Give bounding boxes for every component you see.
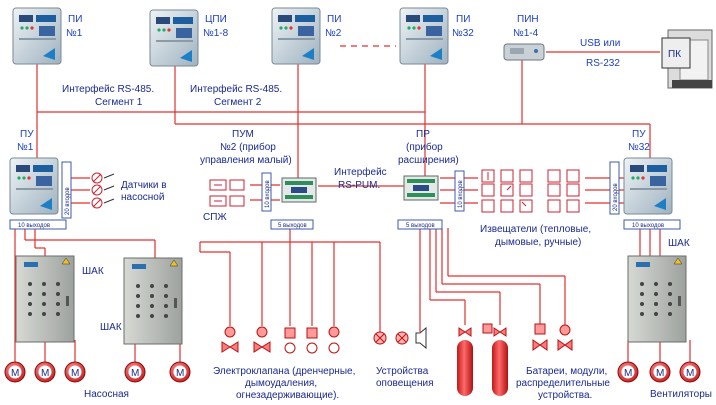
pi1-title: ПИ	[68, 14, 82, 25]
pum-outputs-port	[270, 219, 314, 230]
pi32-panel	[399, 7, 449, 65]
motor-letter: M	[11, 368, 19, 379]
pu1-inputs-label: 20 входов	[65, 187, 71, 215]
wiring	[14, 45, 691, 362]
spzh-devices	[209, 179, 245, 207]
pu1-outputs-label: 10 выходов	[18, 223, 50, 229]
motor-letter: M	[624, 368, 632, 379]
pr-desc-2: расширения)	[398, 155, 459, 166]
pum-outputs-label: 5 выходов	[278, 223, 307, 229]
pc-computer	[661, 29, 713, 89]
batteries-label-1: Батареи, модули,	[526, 366, 607, 377]
pum-desc-2: управления малый)	[200, 155, 292, 166]
motor-letters-left: M M M M M	[11, 368, 184, 379]
pu32-outputs-label: 10 выходов	[632, 223, 664, 229]
shak-label-1: ШАК	[82, 266, 104, 277]
motor-letter: M	[656, 368, 664, 379]
rs232-label: RS-232	[586, 58, 620, 69]
pin-converter	[503, 43, 545, 61]
alert-label-2: оповещения	[376, 378, 434, 389]
pr-outputs-port	[397, 219, 443, 230]
detectors-label-2: дымовые, ручные)	[495, 237, 581, 248]
detectors-label-1: Извещатели (тепловые,	[480, 224, 591, 235]
pi2-title: ПИ	[327, 14, 341, 25]
pump-motors	[4, 361, 191, 383]
rspum-label: RS-PUM.	[338, 180, 380, 191]
spzh-label: СПЖ	[203, 212, 227, 223]
shak-cabinet-1	[15, 255, 75, 343]
valves-label-1: Электроклапана (дренчерные,	[213, 366, 355, 377]
pr-desc-1: (прибор	[406, 141, 443, 153]
pu1-number: №1	[17, 142, 34, 153]
pi1-panel	[12, 7, 62, 65]
pu1-panel	[9, 157, 59, 215]
valves-label-3: огнезадерживающие).	[236, 390, 339, 401]
motor-letter: M	[686, 368, 694, 379]
pum-module	[281, 177, 317, 203]
valves-label-2: дымоудаления,	[245, 378, 317, 389]
pr-inputs-port	[454, 170, 465, 212]
motor-letter: M	[176, 368, 184, 379]
sensors-label-1: Датчики в	[121, 180, 167, 191]
motor-letter: M	[131, 368, 139, 379]
detectors	[481, 169, 580, 213]
pr-title: ПР	[416, 129, 430, 140]
seg2-segment: Сегмент 2	[214, 97, 262, 108]
pu32-inputs-port	[609, 161, 620, 215]
rspum-interface: Интерфейс	[334, 166, 387, 178]
shak-cabinet-3	[627, 255, 687, 343]
cpi-number: №1-8	[203, 28, 229, 39]
usb-label: USB или	[580, 38, 620, 49]
shak-label-2: ШАК	[100, 322, 122, 333]
valves	[221, 326, 340, 354]
pumps-label: Насосная	[84, 389, 129, 400]
shak-label-3: ШАК	[668, 238, 690, 249]
pum-inputs-port	[261, 172, 272, 212]
pr-outputs-label: 5 выходов	[406, 223, 435, 229]
motor-letter: M	[41, 368, 49, 379]
pi2-panel	[271, 7, 321, 65]
pi32-title: ПИ	[456, 14, 470, 25]
pum-inputs-label: 10 входов	[265, 180, 271, 208]
fans-label: Вентиляторы	[650, 389, 712, 400]
pump-sensors	[91, 172, 115, 209]
pu32-number: №32	[628, 142, 650, 153]
alert-devices	[373, 326, 427, 350]
batteries-label-2: распределительные	[516, 378, 610, 389]
cpi-panel	[149, 9, 199, 67]
battery-tanks	[457, 323, 573, 396]
seg1-segment: Сегмент 1	[95, 97, 143, 108]
seg2-interface: Интерфейс RS-485.	[190, 83, 282, 95]
pum-title: ПУМ	[232, 129, 254, 140]
motor-letter: M	[71, 368, 79, 379]
pi32-number: №32	[452, 28, 474, 39]
pu32-panel	[623, 157, 673, 215]
pum-desc-1: №2 (прибор	[220, 141, 276, 153]
shak-cabinet-2	[123, 257, 183, 345]
pin-title: ПИН	[517, 14, 539, 25]
batteries-label-3: устройства.	[538, 390, 592, 401]
alert-label-1: Устройства	[376, 366, 429, 377]
seg1-interface: Интерфейс RS-485.	[62, 83, 154, 95]
pu1-inputs-port	[61, 161, 72, 219]
pi2-number: №2	[325, 28, 342, 39]
pr-inputs-label: 10 входов	[458, 180, 464, 208]
sensors-label-2: насосной	[121, 192, 164, 203]
pin-number: №1-4	[513, 28, 539, 39]
pc-label: ПК	[668, 49, 681, 60]
pu32-outputs-port	[623, 219, 681, 230]
pu32-title: ПУ	[632, 129, 646, 140]
pi1-number: №1	[66, 28, 83, 39]
cpi-title: ЦПИ	[205, 14, 227, 25]
pu1-outputs-port	[9, 219, 67, 230]
motor-letters-right: M M M	[624, 368, 694, 379]
pr-module	[403, 175, 439, 201]
pu32-inputs-label: 20 входов	[613, 183, 619, 211]
pu1-title: ПУ	[20, 129, 34, 140]
